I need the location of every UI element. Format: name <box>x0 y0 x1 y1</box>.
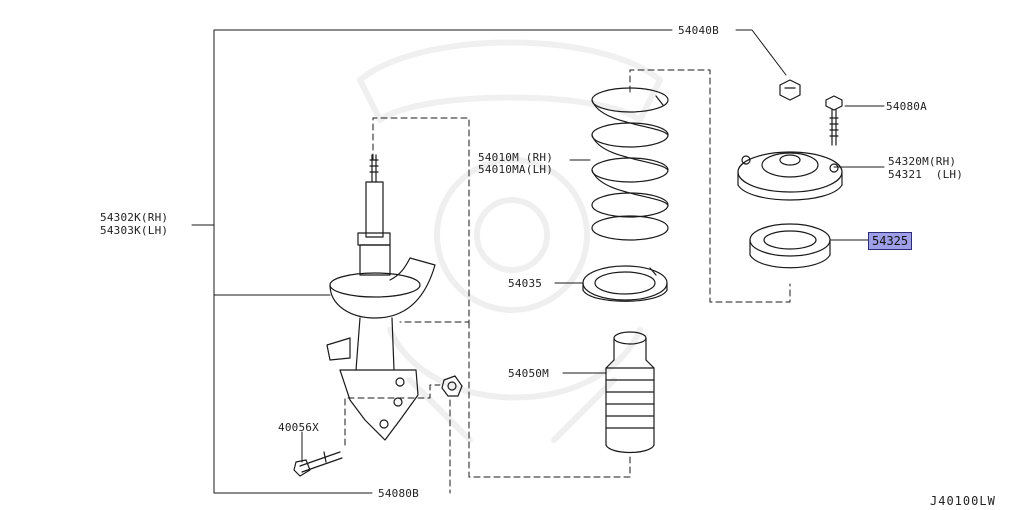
spring-seat-drawing <box>582 265 668 302</box>
mount-nut-drawing <box>779 79 801 101</box>
part-label-strut-bearing-highlighted[interactable]: 54325 <box>868 232 913 250</box>
coil-spring-drawing <box>591 87 669 241</box>
strut-leader-lines <box>191 29 787 494</box>
label-leaders <box>301 105 885 463</box>
part-label-strut-mount-lh[interactable]: 54321 (LH) <box>888 168 964 181</box>
knuckle-nut-drawing <box>441 375 463 397</box>
part-label-spring-seat[interactable]: 54035 <box>508 277 543 290</box>
part-label-mount-nut[interactable]: 54040B <box>678 24 719 37</box>
part-label-mount-bolt[interactable]: 54080A <box>886 100 927 113</box>
part-label-knuckle-bolt[interactable]: 40056X <box>278 421 319 434</box>
part-label-coil-spring-rh[interactable]: 54010M (RH) <box>478 151 554 164</box>
watermark-emblem <box>357 39 663 443</box>
diagram-code: J40100LW <box>930 494 996 508</box>
assembly-dashed-lines <box>344 69 791 494</box>
mount-bolt-drawing <box>825 95 843 146</box>
part-label-coil-spring-lh[interactable]: 54010MA(LH) <box>478 163 554 176</box>
part-label-strut-mount-rh[interactable]: 54320M(RH) <box>888 155 957 168</box>
strut-bearing-drawing <box>749 223 831 269</box>
part-label-knuckle-nut[interactable]: 54080B <box>378 487 419 500</box>
bump-stop-drawing <box>605 331 655 454</box>
part-label-strut-rh[interactable]: 54302K(RH) <box>100 211 169 224</box>
strut-mount-drawing <box>737 151 843 201</box>
part-label-bump-stop[interactable]: 54050M <box>508 367 549 380</box>
part-label-strut-lh[interactable]: 54303K(LH) <box>100 224 169 237</box>
knuckle-bolt-drawing <box>293 451 343 477</box>
strut-assembly-drawing <box>326 154 436 441</box>
